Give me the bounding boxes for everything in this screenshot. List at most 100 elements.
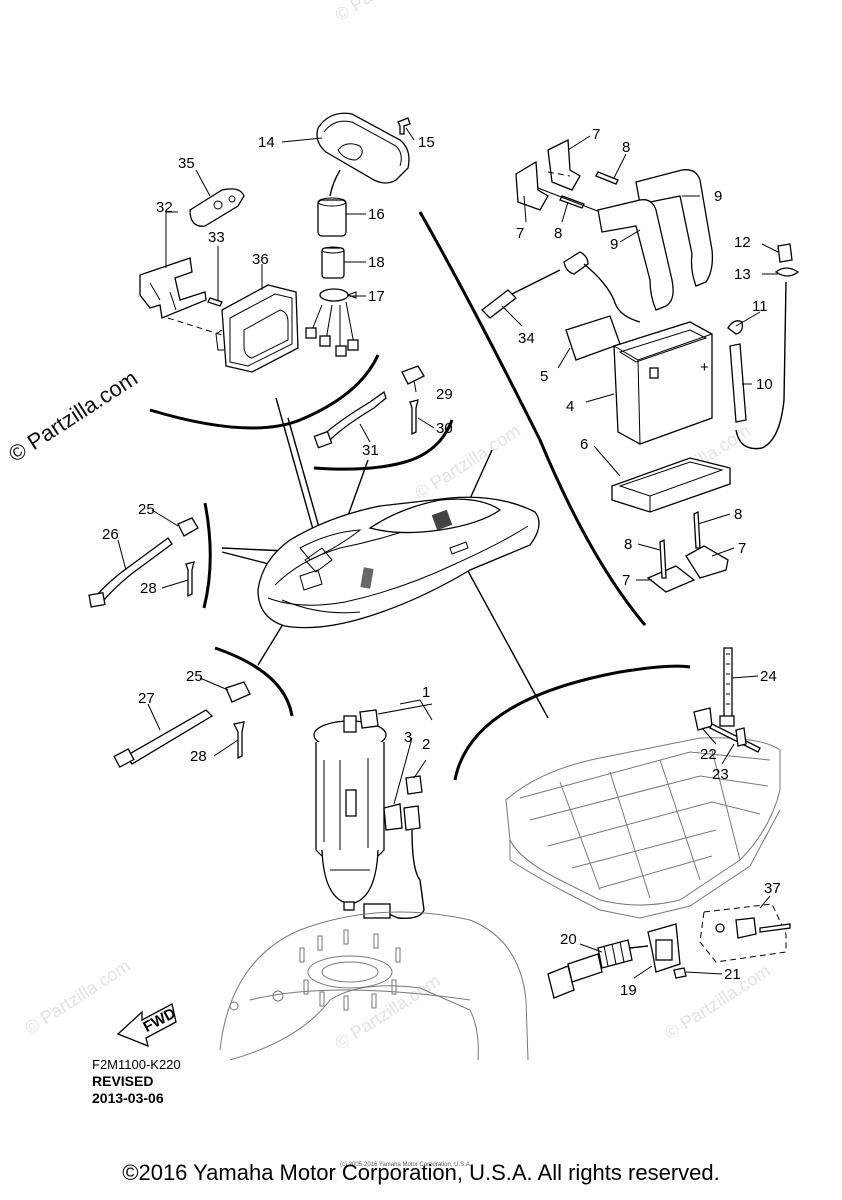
callout-6: 6 xyxy=(580,436,588,453)
callout-25a: 25 xyxy=(138,501,155,518)
fwd-arrow-icon: FWD xyxy=(116,1003,179,1048)
callout-4: 4 xyxy=(566,398,574,415)
divider-small xyxy=(313,419,454,471)
callout-5: 5 xyxy=(540,368,548,385)
callout-12: 12 xyxy=(734,234,751,251)
callout-17: 17 xyxy=(368,288,385,305)
kit-37-box xyxy=(699,903,787,963)
callout-9a: 9 xyxy=(714,188,722,205)
group-ties-center xyxy=(313,365,425,449)
divider-top-left xyxy=(149,354,380,430)
collar-18 xyxy=(321,247,345,279)
sleeve-16 xyxy=(317,199,347,237)
watercraft-hull xyxy=(257,496,540,629)
callout-18: 18 xyxy=(368,254,385,271)
callout-8d: 8 xyxy=(624,536,632,553)
pin-8c xyxy=(659,538,667,579)
section-dividers xyxy=(149,211,691,781)
unit-36 xyxy=(221,284,299,373)
mounting-bolts xyxy=(299,929,401,1011)
callout-22: 22 xyxy=(700,746,717,763)
watercraft-overview xyxy=(257,496,540,629)
callout-3: 3 xyxy=(404,729,412,746)
tie-31 xyxy=(320,390,387,441)
callout-25b: 25 xyxy=(186,668,203,685)
group-electrical-box xyxy=(139,188,299,373)
connector-2 xyxy=(405,775,423,795)
rivet-28b xyxy=(233,721,245,760)
callout-20: 20 xyxy=(560,931,577,948)
sheet-5 xyxy=(565,315,621,361)
callout-32: 32 xyxy=(156,199,173,216)
group-tank-base: FWD xyxy=(116,911,529,1061)
callout-7c: 7 xyxy=(738,540,746,557)
callout-labels: 14 15 16 18 17 35 32 33 36 29 30 31 7 8 … xyxy=(102,126,781,999)
callout-1: 1 xyxy=(422,684,430,701)
callout-7b: 7 xyxy=(516,225,524,242)
callout-36: 36 xyxy=(252,251,269,268)
callout-9b: 9 xyxy=(610,236,618,253)
sensor-20 xyxy=(597,939,633,969)
band-9b xyxy=(597,199,674,311)
copyright-footer: ©2016 Yamaha Motor Corporation, U.S.A. A… xyxy=(122,1160,720,1185)
strap-7b xyxy=(515,160,549,211)
callout-leaders xyxy=(117,127,779,979)
callout-8c: 8 xyxy=(734,506,742,523)
callout-2: 2 xyxy=(422,736,430,753)
callout-30: 30 xyxy=(436,420,453,437)
callout-10: 10 xyxy=(756,376,773,393)
callout-31: 31 xyxy=(362,442,379,459)
lead-34 xyxy=(481,289,517,319)
tie-26 xyxy=(94,537,173,601)
clip-25b xyxy=(225,681,251,703)
meter-14 xyxy=(316,112,410,184)
callout-19: 19 xyxy=(620,982,637,999)
clip-22 xyxy=(693,707,713,731)
callout-15: 15 xyxy=(418,134,435,151)
clip-11 xyxy=(727,320,744,335)
callout-35: 35 xyxy=(178,155,195,172)
divider-right xyxy=(418,211,647,626)
watermark-faint: © Partzilla.com xyxy=(21,956,134,1039)
svg-text:+: + xyxy=(700,359,709,376)
key-35 xyxy=(189,188,245,227)
callout-21: 21 xyxy=(724,966,741,983)
screw-15 xyxy=(397,117,411,135)
divider-lower-right xyxy=(453,664,691,781)
revised-label: REVISED xyxy=(92,1073,154,1089)
callout-28a: 28 xyxy=(140,580,157,597)
band-9a xyxy=(635,169,714,287)
screw-21 xyxy=(673,967,687,979)
bracket-32 xyxy=(139,257,207,319)
callout-16: 16 xyxy=(368,206,385,223)
callout-11: 11 xyxy=(752,298,768,315)
watermark-faint: © Partzilla.com xyxy=(411,421,524,504)
callout-14: 14 xyxy=(258,134,275,151)
callout-23: 23 xyxy=(712,766,729,783)
callout-7a: 7 xyxy=(592,126,600,143)
group-battery: + xyxy=(481,138,800,593)
strap-7a xyxy=(547,138,581,191)
strap-7c xyxy=(646,565,696,593)
strap-7d xyxy=(685,545,729,579)
sensor-3 xyxy=(383,803,403,831)
clip-25a xyxy=(177,517,199,537)
rivet-30 xyxy=(409,399,419,436)
watermark-faint: © Partzilla.com xyxy=(331,0,444,25)
group-ties-left xyxy=(88,517,199,608)
tray-6 xyxy=(611,457,731,513)
rotor-37 xyxy=(735,917,757,939)
callout-28b: 28 xyxy=(190,748,207,765)
callout-26: 26 xyxy=(102,526,119,543)
callout-27: 27 xyxy=(138,690,155,707)
group-meter xyxy=(305,112,411,357)
callout-37: 37 xyxy=(764,880,781,897)
bolt-33 xyxy=(207,297,223,307)
diagram-code: F2M1100-K220 xyxy=(92,1057,181,1072)
tube-10 xyxy=(729,343,747,423)
callout-33: 33 xyxy=(208,229,225,246)
hull-frame xyxy=(505,737,781,906)
callout-7d: 7 xyxy=(622,572,630,589)
divider-left xyxy=(202,502,212,609)
group-sender-unit xyxy=(547,647,791,999)
